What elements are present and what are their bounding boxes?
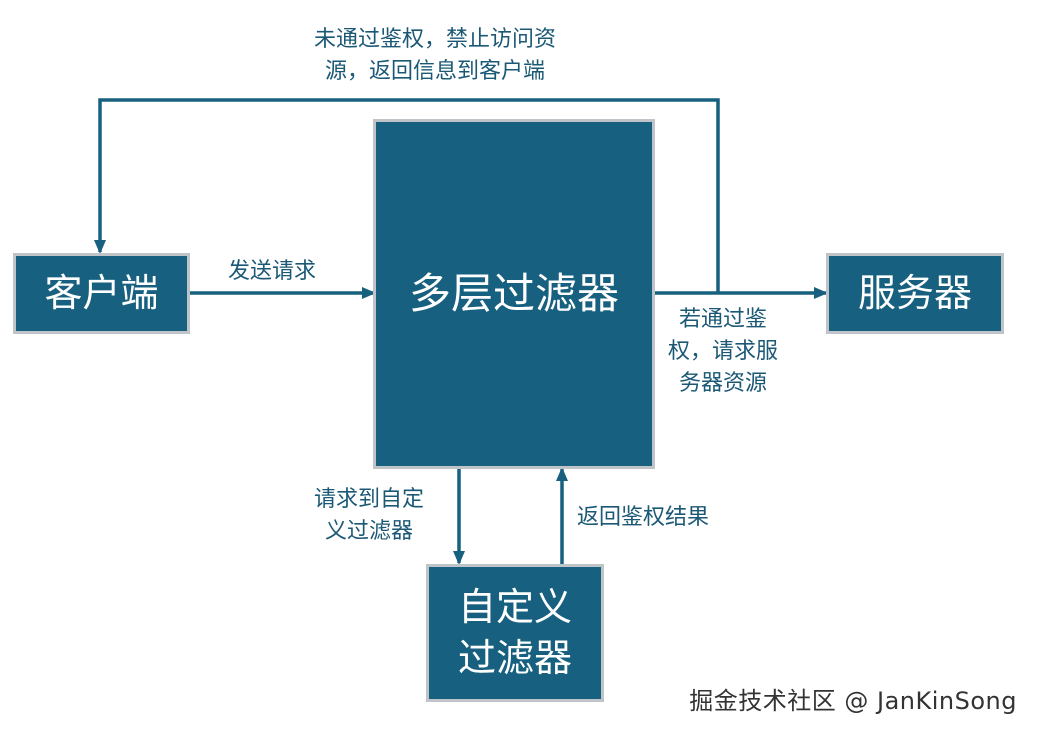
node-server-label: 服务器: [857, 270, 972, 315]
node-server: 服务器: [826, 253, 1004, 334]
label-authorized-request: 若通过鉴 权，请求服 务器资源: [668, 307, 779, 396]
node-custom-filter: 自定义 过滤器: [426, 564, 604, 702]
node-filter-chain-label: 多层过滤器: [408, 268, 619, 318]
label-auth-result: 返回鉴权结果: [577, 505, 710, 530]
label-send-request: 发送请求: [228, 259, 317, 284]
node-custom-filter-label: 自定义 过滤器: [457, 584, 572, 680]
node-client-label: 客户端: [44, 270, 159, 315]
edge-unauthorized-return: [94, 98, 720, 293]
label-to-custom-filter: 请求到自定 义过滤器: [314, 487, 425, 544]
node-client: 客户端: [13, 253, 190, 334]
node-filter-chain: 多层过滤器: [373, 119, 655, 469]
watermark-text: 掘金技术社区 @ JanKinSong: [689, 687, 1017, 715]
label-unauthorized-return: 未通过鉴权，禁止访问资 源，返回信息到客户端: [314, 27, 557, 84]
